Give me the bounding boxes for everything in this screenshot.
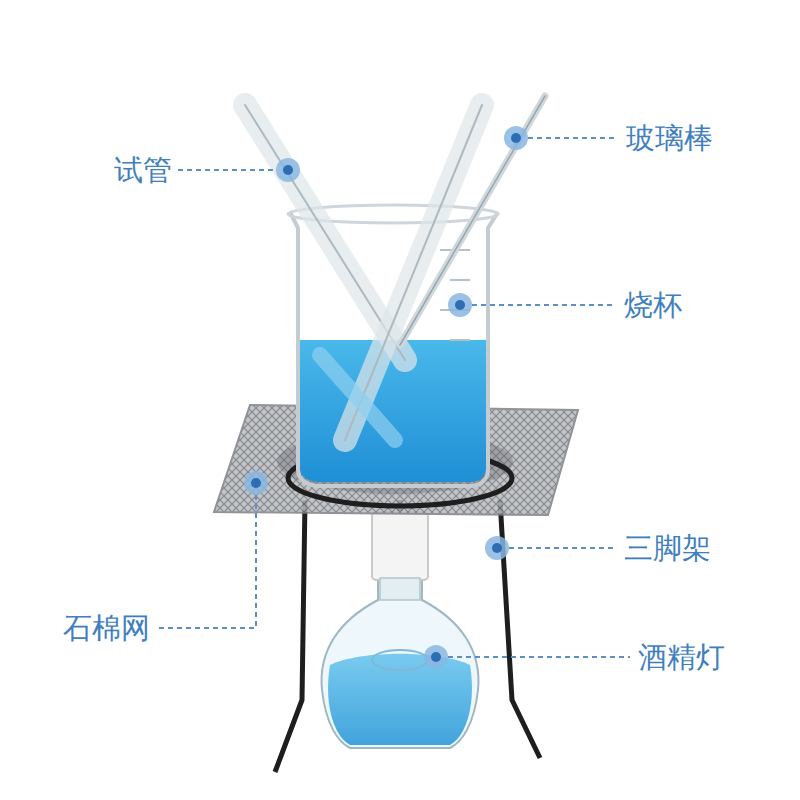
part-label: 三脚架 (624, 531, 711, 566)
part-label: 石棉网 (63, 611, 150, 646)
test-tubes (245, 96, 545, 440)
leader-dots (244, 126, 528, 669)
part-label: 烧杯 (624, 288, 682, 323)
part-label: 试管 (114, 153, 172, 188)
part-label: 玻璃棒 (626, 121, 713, 156)
alcohol-lamp (322, 512, 479, 748)
leader-lines (156, 138, 630, 657)
part-label: 酒精灯 (638, 640, 725, 675)
tripod (275, 500, 540, 772)
